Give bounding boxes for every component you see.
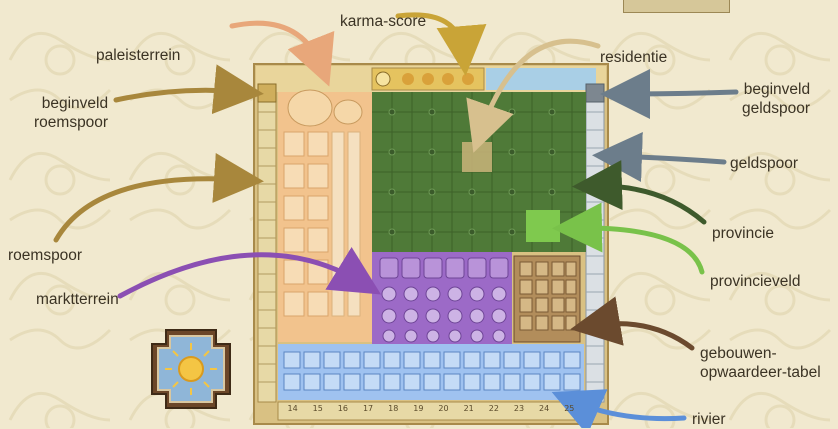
top-right-tab [623, 0, 730, 13]
track-number: 17 [362, 404, 374, 413]
arrow-paleisterrein [229, 20, 335, 87]
bottom-track-numbers: 14 15 16 17 18 19 20 21 22 23 24 25 [280, 404, 582, 418]
track-number: 16 [337, 404, 348, 413]
track-number: 18 [388, 404, 399, 413]
arrow-beginveld-geldspoor [600, 68, 739, 119]
arrow-marktterrein [117, 246, 382, 299]
label-gebouwen-line2: opwaardeer-tabel [700, 364, 821, 381]
karma-icon [375, 71, 391, 87]
track-number: 22 [488, 404, 499, 413]
track-number: 19 [413, 404, 424, 413]
arrow-beginveld-roemspoor [113, 64, 264, 115]
arrow-geldspoor [592, 132, 727, 183]
label-roemspoor: roemspoor [8, 247, 83, 264]
residence-tile [462, 142, 492, 172]
arrow-residentie [466, 38, 601, 153]
label-provincieveld: provincieveld [710, 273, 801, 290]
track-number: 21 [463, 404, 474, 413]
label-gebouwen-line1: gebouwen- [700, 345, 777, 362]
karma-figure-2 [422, 73, 434, 85]
label-beginveld-geldspoor-line1: beginveld [743, 81, 811, 98]
money-start-field [585, 83, 605, 103]
track-number: 23 [513, 404, 525, 413]
arrow-provincieveld [552, 202, 705, 275]
arrow-gebouwen [570, 296, 695, 351]
label-beginveld-roemspoor-line2: roemspoor [34, 114, 109, 131]
arrow-roemspoor [53, 153, 264, 243]
sun-tile-icon [151, 329, 231, 409]
palace-dome-1 [287, 89, 333, 127]
province-field [526, 210, 560, 242]
fame-track [257, 93, 277, 403]
karma-figure-1 [402, 73, 414, 85]
arrow-provincie [572, 160, 707, 225]
track-number: 15 [312, 404, 323, 413]
palace-dome-2 [333, 99, 363, 125]
label-paleisterrein: paleisterrein [96, 47, 181, 64]
track-number: 24 [539, 404, 550, 413]
karma-figure-4 [462, 73, 474, 85]
label-beginveld-roemspoor: beginveld roemspoor [34, 94, 108, 132]
track-number: 25 [564, 404, 575, 413]
label-beginveld-roemspoor-line1: beginveld [41, 95, 109, 112]
arrow-karma-score [395, 12, 487, 76]
label-gebouwen-opwaardeer-tabel: gebouwen- opwaardeer-tabel [700, 344, 821, 382]
label-geldspoor: geldspoor [730, 155, 799, 172]
track-number: 14 [287, 404, 298, 413]
label-beginveld-geldspoor-line2: geldspoor [742, 100, 811, 117]
arrow-rivier [551, 389, 687, 428]
money-track [585, 93, 605, 403]
label-marktterrein: marktterrein [36, 291, 119, 308]
fame-start-field [257, 83, 277, 103]
label-beginveld-geldspoor: beginveld geldspoor [742, 80, 810, 118]
label-karma-score: karma-score [340, 13, 427, 30]
karma-figure-3 [442, 73, 454, 85]
track-number: 20 [438, 404, 449, 413]
label-rivier: rivier [692, 411, 726, 428]
label-provincie: provincie [712, 225, 775, 242]
label-residentie: residentie [600, 49, 668, 66]
